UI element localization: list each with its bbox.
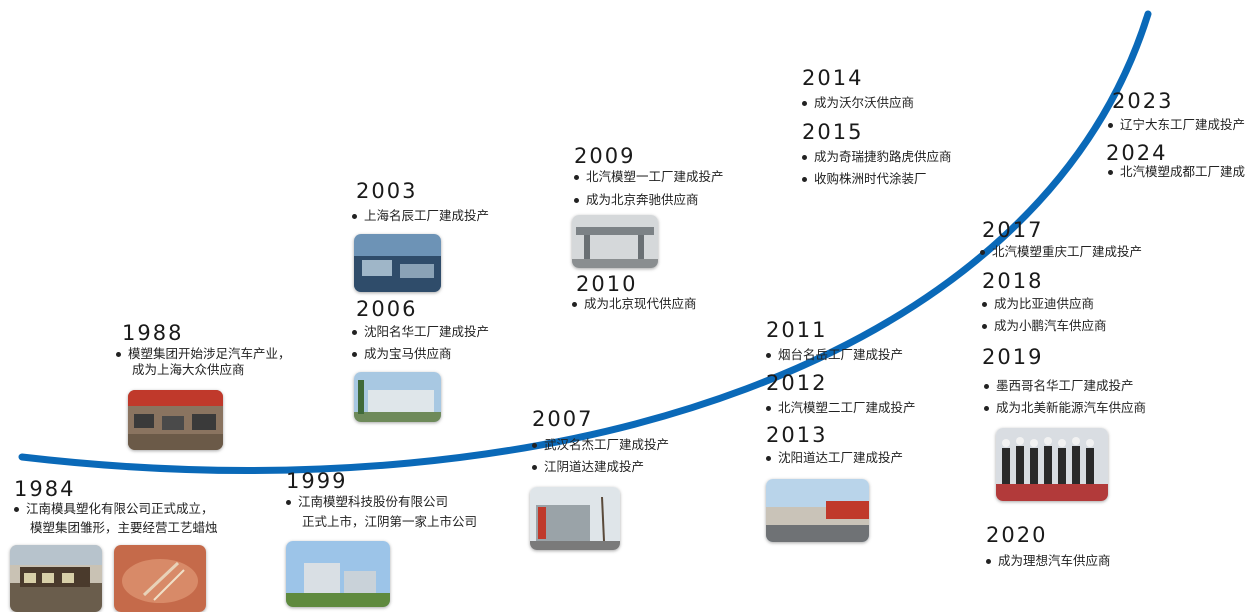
photo-2009-gate — [572, 215, 658, 268]
event-2003-1: 上海名辰工厂建成投产 — [352, 209, 489, 223]
bullet-icon — [1108, 170, 1113, 175]
bullet-icon — [986, 559, 991, 564]
bullet-icon — [802, 101, 807, 106]
bullet-icon — [572, 302, 577, 307]
year-2019: 2019 — [982, 345, 1044, 369]
year-2024: 2024 — [1106, 141, 1168, 165]
event-2009-2: 成为北京奔驰供应商 — [574, 193, 699, 207]
year-1999: 1999 — [286, 469, 348, 493]
year-2012: 2012 — [766, 371, 828, 395]
bullet-icon — [14, 507, 19, 512]
photo-1984-building — [10, 545, 102, 612]
event-2018-1: 成为比亚迪供应商 — [982, 297, 1094, 311]
event-2013-1: 沈阳道达工厂建成投产 — [766, 451, 903, 465]
event-2019-1: 墨西哥名华工厂建成投产 — [984, 379, 1134, 393]
bullet-icon — [574, 175, 579, 180]
year-2023: 2023 — [1112, 89, 1174, 113]
event-1984-1: 江南模具塑化有限公司正式成立， — [14, 502, 214, 516]
bullet-icon — [982, 302, 987, 307]
event-2009-1: 北汽模塑一工厂建成投产 — [574, 170, 724, 184]
event-2023-1: 辽宁大东工厂建成投产 — [1108, 118, 1245, 132]
year-2014: 2014 — [802, 66, 864, 90]
bullet-icon — [766, 406, 771, 411]
event-2020-1: 成为理想汽车供应商 — [986, 554, 1111, 568]
event-2024-1: 北汽模塑成都工厂建成 — [1108, 165, 1245, 179]
photo-1999-building — [286, 541, 390, 607]
event-2010-1: 成为北京现代供应商 — [572, 297, 697, 311]
year-2009: 2009 — [574, 144, 636, 168]
photo-2007-factory — [530, 487, 620, 550]
event-2011-1: 烟台名岳工厂建成投产 — [766, 348, 903, 362]
event-1999-1: 江南模塑科技股份有限公司 — [286, 495, 448, 509]
bullet-icon — [116, 352, 121, 357]
bullet-icon — [352, 352, 357, 357]
timeline-curve-line — [18, 10, 1152, 474]
event-2018-2: 成为小鹏汽车供应商 — [982, 319, 1107, 333]
bullet-icon — [766, 353, 771, 358]
photo-2006-factory — [354, 372, 441, 422]
bullet-icon — [980, 250, 985, 255]
year-2015: 2015 — [802, 120, 864, 144]
photo-2019-ceremony — [996, 428, 1108, 501]
bullet-icon — [574, 198, 579, 203]
event-1984-1-cont: 模塑集团雏形，主要经营工艺蜡烛 — [30, 520, 218, 535]
year-2007: 2007 — [532, 407, 594, 431]
year-2010: 2010 — [576, 272, 638, 296]
photo-1988-workshop — [128, 390, 223, 450]
bullet-icon — [352, 330, 357, 335]
event-2006-2: 成为宝马供应商 — [352, 347, 452, 361]
event-2007-2: 江阴道达建成投产 — [532, 460, 644, 474]
event-2015-1: 成为奇瑞捷豹路虎供应商 — [802, 150, 952, 164]
bullet-icon — [532, 443, 537, 448]
photo-2003-factory — [354, 234, 441, 292]
bullet-icon — [982, 324, 987, 329]
bullet-icon — [802, 155, 807, 160]
photo-1984-candle — [114, 545, 206, 612]
event-2012-1: 北汽模塑二工厂建成投产 — [766, 401, 916, 415]
event-1988-1: 模塑集团开始涉足汽车产业， — [116, 347, 291, 361]
event-2007-1: 武汉名杰工厂建成投产 — [532, 438, 669, 452]
year-2017: 2017 — [982, 218, 1044, 242]
year-1988: 1988 — [122, 321, 184, 345]
event-2017-1: 北汽模塑重庆工厂建成投产 — [980, 245, 1142, 259]
photo-2013-factory — [766, 479, 869, 542]
event-2019-2: 成为北美新能源汽车供应商 — [984, 401, 1146, 415]
event-2006-1: 沈阳名华工厂建成投产 — [352, 325, 489, 339]
bullet-icon — [532, 465, 537, 470]
bullet-icon — [766, 456, 771, 461]
bullet-icon — [352, 214, 357, 219]
year-2003: 2003 — [356, 179, 418, 203]
year-1984: 1984 — [14, 477, 76, 501]
year-2020: 2020 — [986, 523, 1048, 547]
year-2018: 2018 — [982, 269, 1044, 293]
bullet-icon — [984, 384, 989, 389]
year-2006: 2006 — [356, 297, 418, 321]
event-1999-1-cont: 正式上市，江阴第一家上市公司 — [302, 514, 478, 529]
year-2011: 2011 — [766, 318, 828, 342]
year-2013: 2013 — [766, 423, 828, 447]
bullet-icon — [286, 500, 291, 505]
event-2015-2: 收购株洲时代涂装厂 — [802, 172, 927, 186]
bullet-icon — [802, 177, 807, 182]
bullet-icon — [1108, 123, 1113, 128]
bullet-icon — [984, 406, 989, 411]
event-1988-1-cont: 成为上海大众供应商 — [132, 362, 245, 377]
event-2014-1: 成为沃尔沃供应商 — [802, 96, 914, 110]
